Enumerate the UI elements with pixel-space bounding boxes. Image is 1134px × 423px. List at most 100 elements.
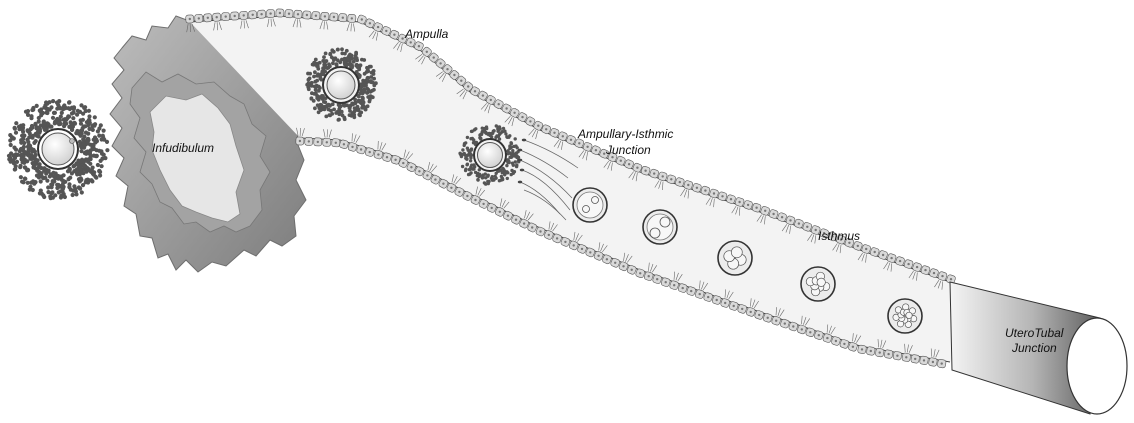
cumulus-cell [69,120,73,124]
cumulus-cell [62,173,66,177]
cumulus-cell [35,104,39,108]
cumulus-cell [79,149,83,153]
cumulus-cell [79,159,83,163]
cell-nucleus [707,296,709,298]
cell-nucleus [852,346,854,348]
cumulus-cell [79,176,83,180]
cell-nucleus [772,213,774,215]
cumulus-cell [49,105,53,109]
cumulus-cell [350,102,354,106]
cumulus-cell [495,124,498,127]
cell-nucleus [474,199,476,201]
cumulus-cell [88,162,92,166]
cell-nucleus [453,74,455,76]
cell-nucleus [288,13,290,15]
cumulus-cell [335,110,339,114]
cell-nucleus [679,181,681,183]
cumulus-cell [369,75,373,79]
cell-nucleus [581,248,583,250]
cumulus-cell [95,154,99,158]
cumulus-cell [23,151,27,155]
cell-nucleus [537,125,539,127]
cumulus-cell [43,176,47,180]
cumulus-cell [53,111,57,115]
cell-nucleus [394,159,396,161]
cumulus-cell [322,63,326,67]
cell-nucleus [315,15,317,17]
cumulus-cell [477,175,480,178]
cumulus-cell [488,132,491,135]
cumulus-cell [87,127,91,131]
cumulus-cell [48,174,52,178]
cumulus-cell [318,76,322,80]
cell-nucleus [401,37,403,39]
cumulus-cell [56,174,60,178]
cumulus-cell [313,106,317,110]
cumulus-cell [461,165,464,168]
cumulus-cell [359,63,363,67]
cell-nucleus [458,191,460,193]
cell-nucleus [843,343,845,345]
cumulus-cell [59,115,63,119]
cell-nucleus [589,251,591,253]
cell-nucleus [721,195,723,197]
cumulus-cell [316,64,320,68]
oocyte [478,143,503,168]
cell-nucleus [433,56,435,58]
cumulus-cell [492,130,495,133]
cell-nucleus [733,305,735,307]
label-ampullary-isthmic-line2: Junction [605,143,651,157]
cumulus-cell [337,118,341,122]
cell-nucleus [207,17,209,19]
cell-nucleus [474,90,476,92]
cumulus-cell [74,189,78,193]
cell-nucleus [351,17,353,19]
cumulus-cell [312,61,316,65]
cumulus-cell [328,114,332,118]
cumulus-cell [96,163,100,167]
cumulus-cell [506,158,509,161]
cumulus-cell [62,124,66,128]
blastomere [817,278,825,286]
cell-nucleus [418,170,420,172]
cumulus-cell [369,79,373,83]
cumulus-cell [470,147,473,150]
cumulus-cell [48,125,52,129]
cell-nucleus [507,215,509,217]
cumulus-cell [87,114,91,118]
cumulus-cell [514,144,517,147]
polar-body [70,139,75,144]
cumulus-cell [25,168,29,172]
cumulus-cell [31,179,35,183]
cumulus-cell [327,103,331,107]
cumulus-cell [340,47,344,51]
cumulus-cell [358,74,362,78]
cumulus-cell [46,170,50,174]
cumulus-cell [102,153,106,157]
cell-nucleus [450,187,452,189]
cumulus-cell [92,124,96,128]
cell-nucleus [243,14,245,16]
cumulus-cell [362,89,366,93]
embryo-8-cell [801,267,835,301]
cumulus-cell [96,129,100,133]
cumulus-cell [60,194,64,198]
cumulus-cell [39,123,43,127]
cumulus-cell [64,118,68,122]
cumulus-cell [44,111,48,115]
cell-nucleus [924,269,926,271]
cumulus-cell [53,121,57,125]
cell-nucleus [606,258,608,260]
cell-nucleus [724,302,726,304]
cell-nucleus [882,254,884,256]
cumulus-cell [75,168,79,172]
cell-nucleus [755,207,757,209]
cell-nucleus [801,328,803,330]
cumulus-cell [97,149,101,153]
embryo-4-cell [718,241,752,275]
cell-nucleus [360,148,362,150]
cell-nucleus [467,85,469,87]
cumulus-cell [327,108,331,112]
cumulus-cell [105,148,109,152]
cell-nucleus [690,290,692,292]
